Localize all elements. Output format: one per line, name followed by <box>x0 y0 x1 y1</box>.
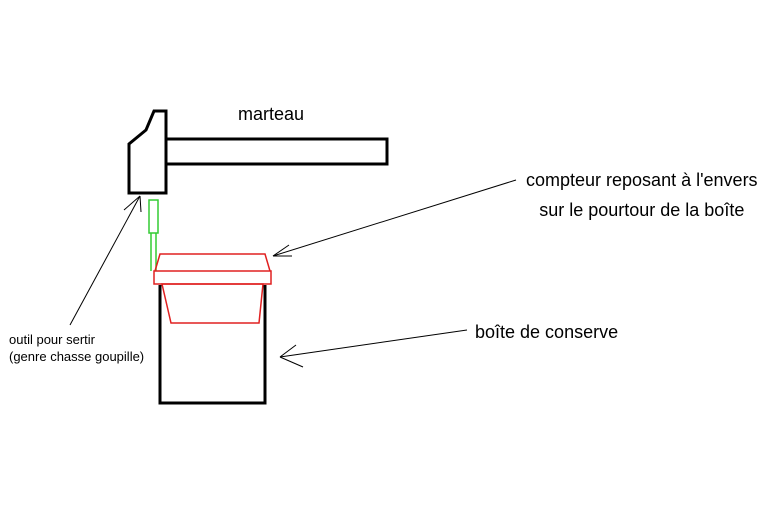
counter <box>153 253 272 324</box>
hammer-handle <box>164 137 389 166</box>
counter-label-line1: compteur reposant à l'envers <box>526 170 758 190</box>
counter-rim <box>153 270 272 285</box>
can <box>158 285 267 405</box>
tool-label: outil pour sertir (genre chasse goupille… <box>9 331 144 365</box>
counter-body <box>161 283 264 324</box>
counter-label-line2: sur le pourtour de la boîte <box>539 200 745 220</box>
hammer-head <box>127 109 168 195</box>
arrow-to-can <box>279 329 468 368</box>
arrows <box>69 179 517 368</box>
hammer <box>127 109 389 195</box>
counter-top <box>154 253 271 272</box>
can-label: boîte de conserve <box>475 322 619 342</box>
tool-label-line2: (genre chasse goupille) <box>9 349 145 364</box>
tool-label-line1: outil pour sertir <box>9 332 95 347</box>
crimping-tool <box>148 199 159 271</box>
tool-body <box>148 199 159 234</box>
arrow-to-counter <box>272 179 517 257</box>
arrow-to-tool <box>69 195 142 326</box>
hammer-label: marteau <box>238 104 305 124</box>
counter-label: compteur reposant à l'envers sur le pour… <box>526 165 758 225</box>
